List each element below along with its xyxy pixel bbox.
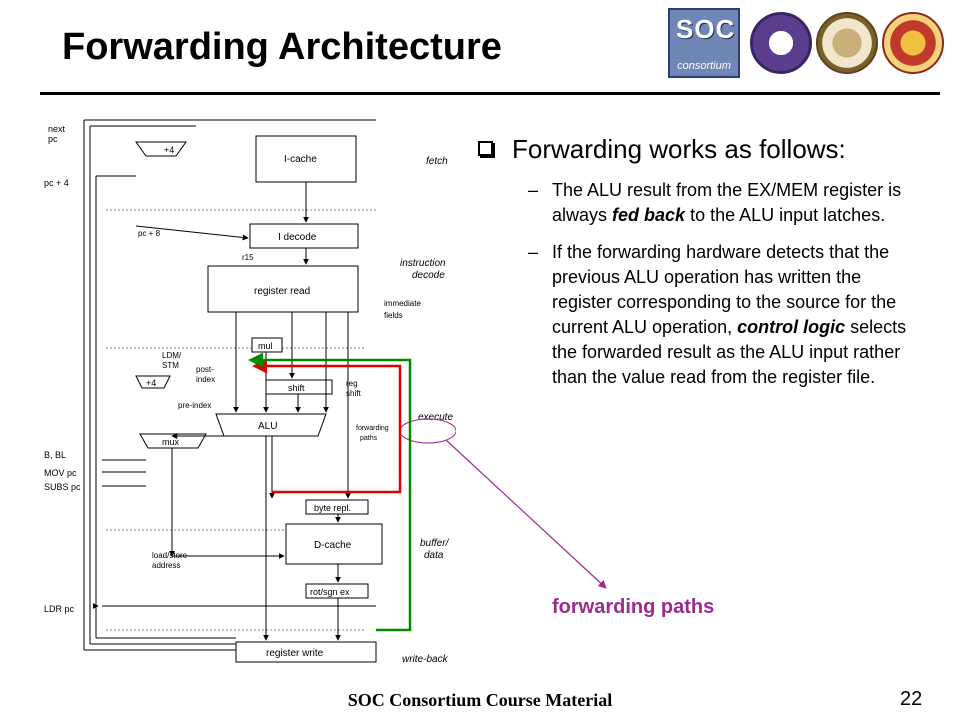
main-bullet: Forwarding works as follows: — [478, 132, 918, 166]
soc-logo-subtext: consortium — [677, 60, 731, 72]
alu-block — [215, 413, 327, 437]
idecode-label: I decode — [278, 232, 317, 243]
label-next-pc: next — [48, 124, 66, 134]
university-seal-2-logo — [816, 12, 878, 74]
university-seal-3-logo — [882, 12, 944, 74]
sub-bullet-2: – If the forwarding hardware detects tha… — [478, 240, 918, 390]
shift-label: shift — [288, 383, 305, 393]
title-underline — [40, 92, 940, 95]
sub-bullet-2-emphasis: control logic — [737, 317, 846, 337]
main-bullet-text: Forwarding works as follows: — [512, 134, 846, 164]
plus4-mid-adder — [135, 375, 171, 389]
label-stm: STM — [162, 361, 179, 370]
plus4-top-adder — [135, 141, 187, 157]
register-read-block — [207, 265, 359, 313]
label-subs-pc: SUBS pc — [44, 482, 81, 492]
label-r15: r15 — [242, 253, 254, 262]
dash-icon: – — [528, 180, 539, 200]
label-paths: paths — [360, 435, 378, 442]
label-ldm: LDM/ — [162, 351, 182, 360]
forwarding-paths-label: forwarding paths — [552, 596, 715, 618]
plus4-top-label: +4 — [164, 145, 174, 155]
stage-instruction: instruction — [400, 258, 446, 269]
rot-sgn-block — [305, 583, 369, 599]
sub-bullet-1-emphasis: fed back — [612, 205, 686, 225]
label-next-pc-2: pc — [48, 134, 58, 144]
stage-write-back: write-back — [402, 654, 449, 665]
plus4-mid-label: +4 — [146, 378, 156, 388]
sub-bullet-1-part-3: to the ALU input latches. — [685, 205, 886, 225]
stage-execute: execute — [418, 412, 453, 423]
label-address: address — [152, 561, 180, 570]
sub-bullet-1-part-1: The ALU result from the EX/MEM register … — [552, 180, 902, 225]
stage-buffer: buffer/ — [420, 538, 450, 549]
byte-repl-label: byte repl. — [314, 503, 351, 513]
rot-sgn-label: rot/sgn ex — [310, 587, 350, 597]
label-forwarding: forwarding — [356, 425, 389, 432]
mul-label: mul — [258, 341, 273, 351]
label-mov-pc: MOV pc — [44, 468, 77, 478]
sub-bullet-2-part-3: selects the forwarded result as the ALU … — [552, 317, 907, 387]
stage-decode: decode — [412, 270, 445, 281]
alu-label: ALU — [258, 421, 277, 432]
idecode-block — [249, 223, 359, 249]
soc-logo-text: SOC — [676, 14, 736, 44]
label-reg: reg — [346, 379, 358, 388]
footer-text: SOC Consortium Course Material — [347, 690, 613, 710]
register-write-block — [235, 641, 377, 663]
mux-label: mux — [162, 437, 180, 447]
soc-consortium-logo: SOC consortium — [668, 8, 740, 78]
icache-block — [255, 135, 357, 183]
label-post: post- — [196, 365, 214, 374]
label-pre-index: pre-index — [178, 401, 211, 410]
bullet-list: Forwarding works as follows: – The ALU r… — [478, 132, 918, 390]
checkbox-bullet-icon — [478, 141, 493, 156]
stage-data: data — [424, 550, 444, 561]
register-read-label: register read — [254, 286, 310, 297]
label-shift: shift — [346, 389, 361, 398]
label-b-bl: B, BL — [44, 450, 66, 460]
header-logos: SOC consortium — [668, 8, 946, 80]
sub-bullet-2-part-1: If the forwarding hardware detects that … — [552, 242, 897, 337]
label-immediate: immediate — [384, 299, 421, 308]
icache-label: I-cache — [284, 154, 317, 165]
label-index: index — [196, 375, 215, 384]
dash-icon: – — [528, 242, 539, 262]
label-pc-plus4: pc + 4 — [44, 178, 69, 188]
label-pc-plus8: pc + 8 — [138, 229, 161, 238]
sub-bullet-1: – The ALU result from the EX/MEM registe… — [478, 178, 918, 228]
stage-fetch: fetch — [426, 156, 448, 167]
mux-block — [139, 433, 207, 449]
slide-title: Forwarding Architecture — [62, 26, 502, 68]
byte-repl-block — [305, 499, 369, 515]
dcache-label: D-cache — [314, 540, 352, 551]
pipeline-diagram: next pc pc + 4 B, BL MOV pc SUBS pc LDR … — [44, 119, 456, 665]
register-write-label: register write — [266, 648, 324, 659]
dcache-block — [285, 523, 383, 565]
page-number: 22 — [900, 688, 923, 710]
mul-block — [251, 337, 283, 353]
label-fields: fields — [384, 311, 403, 320]
university-seal-1-logo — [750, 12, 812, 74]
label-ldr-pc: LDR pc — [44, 604, 75, 614]
